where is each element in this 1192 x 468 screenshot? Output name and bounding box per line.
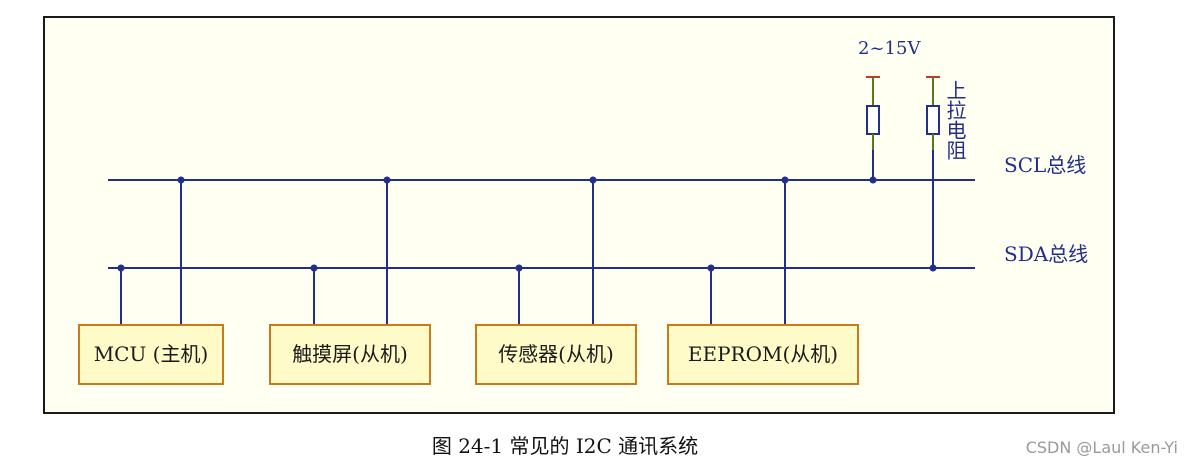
pullup-resistor-label: 上拉电阻 — [943, 80, 967, 160]
i2c-diagram: 2~15V 上拉电阻 SCL总线 SDA总线 MCU (主机) 触摸屏(从机) … — [43, 16, 1115, 414]
figure-caption: 图 24-1 常见的 I2C 通讯系统 — [431, 434, 699, 458]
junction-dot — [383, 176, 391, 184]
device-sensor-box — [475, 324, 637, 385]
junction-dot — [781, 176, 789, 184]
watermark: CSDN @Laul Ken-Yi — [1025, 438, 1178, 457]
junction-dot — [117, 264, 125, 272]
junction-dot — [589, 176, 597, 184]
sda-bus-label: SDA总线 — [1004, 242, 1088, 266]
device-sensor-label: 传感器(从机) — [498, 342, 614, 366]
device-eeprom-box — [667, 324, 859, 385]
junction-dot — [310, 264, 318, 272]
device-mcu-label: MCU (主机) — [94, 342, 209, 366]
pullup-resistor-sda — [926, 105, 940, 135]
device-touchscreen-box — [269, 324, 431, 385]
pullup-resistor-scl — [866, 105, 880, 135]
junction-dot — [707, 264, 715, 272]
supply-voltage-label: 2~15V — [858, 38, 921, 59]
device-touchscreen-label: 触摸屏(从机) — [292, 342, 408, 366]
device-mcu-box — [78, 324, 224, 385]
junction-dot — [515, 264, 523, 272]
device-eeprom-label: EEPROM(从机) — [688, 342, 838, 366]
scl-bus-label: SCL总线 — [1004, 153, 1086, 177]
junction-dot — [177, 176, 185, 184]
